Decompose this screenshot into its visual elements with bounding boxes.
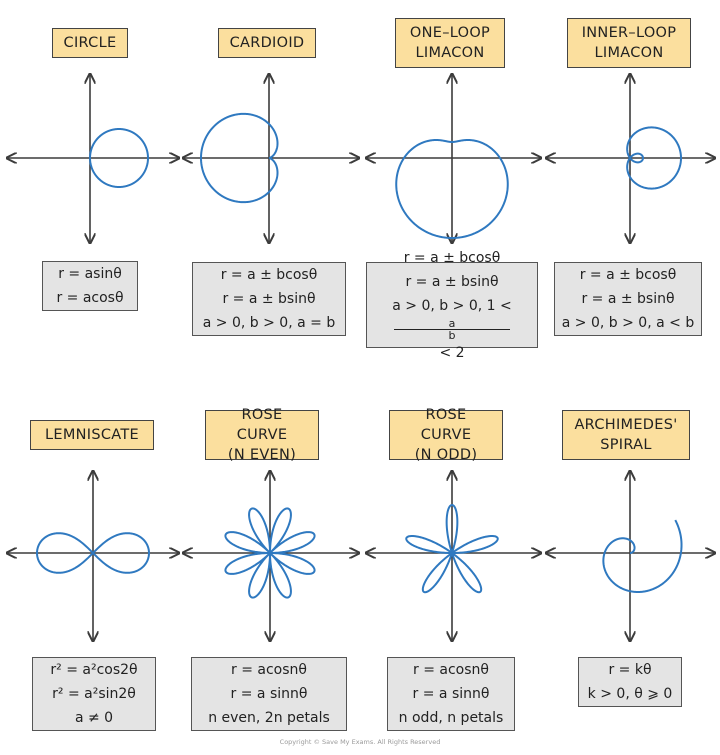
axes-circle	[8, 75, 178, 242]
title-one-loop-limacon: ONE–LOOP LIMACON	[395, 18, 505, 68]
formula-lemniscate: r² = a²cos2θ r² = a²sin2θ a ≠ 0	[32, 657, 156, 731]
title-lemniscate: LEMNISCATE	[30, 420, 154, 450]
formula-rose-odd: r = acosnθ r = a sinnθ n odd, n petals	[387, 657, 515, 731]
title-rose-odd: ROSE CURVE (N ODD)	[389, 407, 503, 463]
archimedes-spiral-curve	[602, 519, 683, 593]
lemniscate-curve	[35, 532, 151, 574]
title-archimedes-spiral: ARCHIMEDES' SPIRAL	[562, 410, 690, 460]
inner-loop-limacon-curve	[626, 126, 682, 190]
title-cardioid: CARDIOID	[218, 28, 316, 58]
formula-archimedes-spiral: r = kθ k > 0, θ ⩾ 0	[578, 657, 682, 707]
formula-rose-even: r = acosnθ r = a sinnθ n even, 2n petals	[191, 657, 347, 731]
title-inner-loop-limacon: INNER–LOOP LIMACON	[567, 18, 691, 68]
axes-one-loop-limacon	[367, 75, 540, 242]
copyright-notice: Copyright © Save My Exams. All Rights Re…	[279, 738, 441, 746]
formula-one-loop-limacon: r = a ± bcosθ r = a ± bsinθ a > 0, b > 0…	[366, 250, 538, 361]
title-circle: CIRCLE	[52, 28, 128, 58]
circle-curve	[88, 127, 149, 189]
rose-odd-curve	[405, 503, 499, 594]
one-loop-limacon-curve	[395, 139, 509, 240]
axes-archimedes-spiral	[547, 472, 714, 640]
axes-lemniscate	[8, 472, 178, 640]
cardioid-curve	[199, 112, 279, 204]
formula-circle: r = asinθ r = acosθ	[42, 261, 138, 311]
formula-cardioid: r = a ± bcosθ r = a ± bsinθ a > 0, b > 0…	[192, 262, 346, 336]
formula-inner-loop-limacon: r = a ± bcosθ r = a ± bsinθ a > 0, b > 0…	[554, 262, 702, 336]
title-rose-even: ROSE CURVE (N EVEN)	[205, 407, 319, 463]
rose-even-curve	[224, 507, 316, 599]
